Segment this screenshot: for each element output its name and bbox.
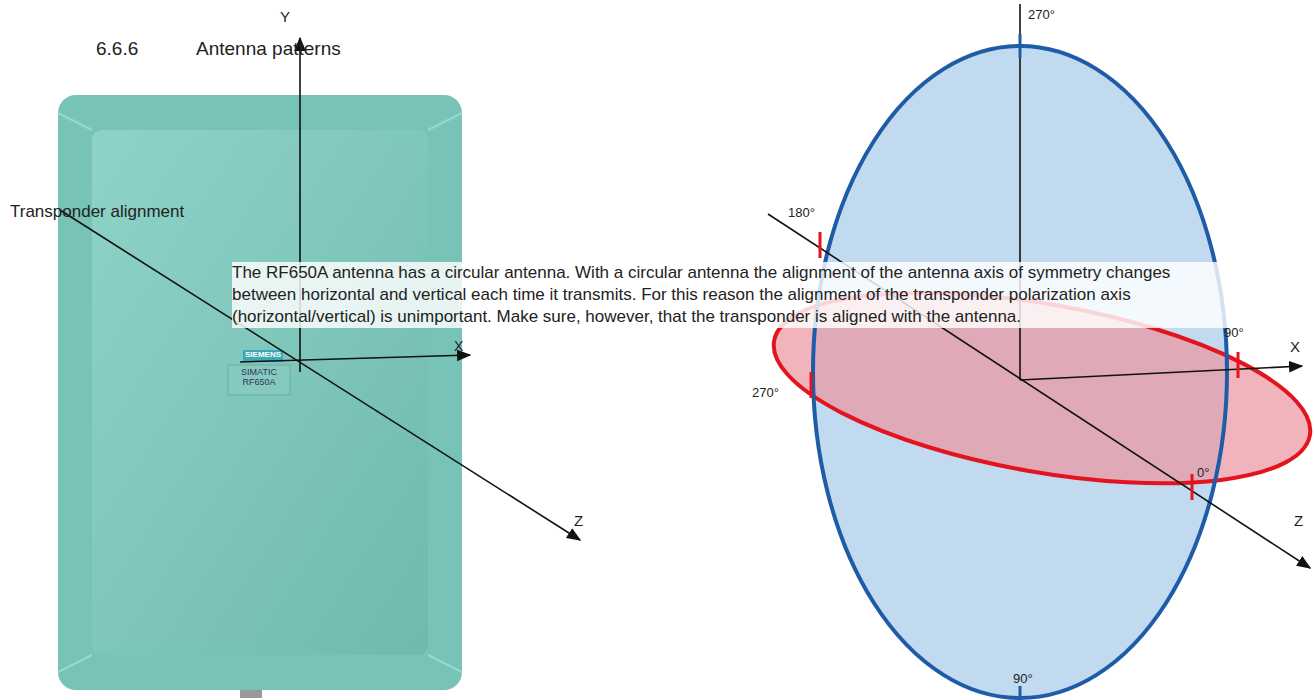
brand-logo: SIEMENS — [245, 350, 281, 359]
angle-label: 90° — [1013, 672, 1033, 687]
angle-label: 0° — [1197, 466, 1209, 481]
body-text: The RF650A antenna has a circular antenn… — [232, 262, 1232, 328]
axis-label: Z — [1294, 512, 1303, 529]
axis-label: Y — [280, 8, 290, 25]
section-number: 6.6.6 — [96, 38, 138, 60]
section-title: Antenna patterns — [196, 38, 341, 60]
angle-label: 90° — [1224, 326, 1244, 341]
axis-label: Z — [574, 512, 583, 529]
antenna-housing — [58, 95, 462, 698]
angle-label: 270° — [752, 386, 779, 401]
product-label: SIMATIC RF650A — [231, 367, 287, 388]
axis-label: X — [454, 338, 463, 354]
angle-label: 180° — [788, 206, 815, 221]
angle-label: 270° — [1028, 8, 1055, 23]
axis-label: X — [1290, 338, 1300, 355]
antenna-pattern — [760, 4, 1314, 700]
subheading: Transponder alignment — [10, 202, 184, 222]
